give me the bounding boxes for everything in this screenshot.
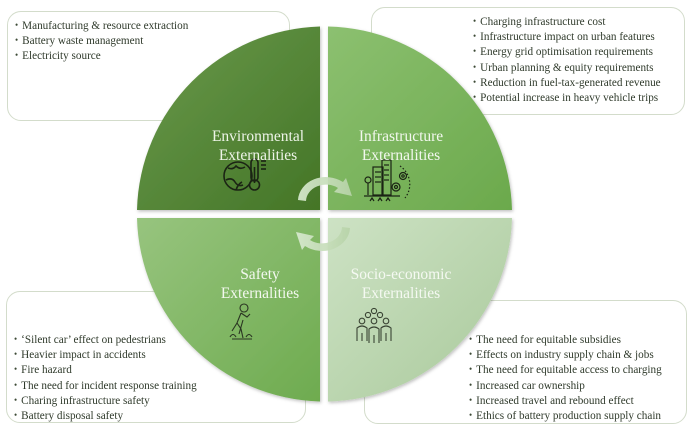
environmental-title-line1: Environmental (211, 128, 305, 145)
infrastructure-title-line1: Infrastructure (358, 128, 444, 145)
list-item: Manufacturing & resource extraction (15, 19, 188, 34)
list-item: Potential increase in heavy vehicle trip… (473, 91, 661, 106)
list-item: Increased car ownership (469, 379, 662, 394)
safety-items-list: ‘Silent car’ effect on pedestrians Heavi… (14, 333, 197, 424)
environmental-title: Environmental Externalities (188, 127, 328, 165)
quadrant-infrastructure (328, 26, 512, 210)
safety-title-line1: Safety (240, 266, 280, 283)
list-item: Urban planning & equity requirements (473, 61, 661, 76)
list-item: The need for incident response training (14, 379, 197, 394)
list-item: Increased travel and rebound effect (469, 394, 662, 409)
socio-economic-title-line2: Externalities (361, 285, 441, 302)
list-item: Reduction in fuel-tax-generated revenue (473, 76, 660, 91)
socio-economic-items-list: The need for equitable subsidies Effects… (469, 333, 662, 424)
list-item: Electricity source (15, 49, 188, 64)
list-item: Battery disposal safety (14, 409, 197, 424)
socio-economic-title-line1: Socio-economic (350, 266, 452, 283)
infrastructure-title: Infrastructure Externalities (331, 127, 471, 165)
infrastructure-items-list: Charging infrastructure cost Infrastruct… (473, 15, 661, 106)
quadrant-socio-economic (328, 218, 512, 402)
list-item: Charging infrastructure cost (473, 15, 661, 30)
list-item: Energy grid optimisation requirements (473, 45, 661, 60)
list-item: Charing infrastructure safety (14, 394, 197, 409)
list-item: Effects on industry supply chain & jobs (469, 348, 662, 363)
list-item: The need for equitable subsidies (469, 333, 662, 348)
safety-title: Safety Externalities (190, 265, 330, 303)
list-item: ‘Silent car’ effect on pedestrians (14, 333, 197, 348)
infrastructure-title-line2: Externalities (361, 147, 441, 164)
list-item: Infrastructure impact on urban features (473, 30, 661, 45)
list-item: Ethics of battery production supply chai… (469, 409, 662, 424)
list-item: The need for equitable access to chargin… (469, 363, 662, 378)
socio-economic-title: Socio-economic Externalities (331, 265, 471, 303)
quadrant-environmental (137, 26, 320, 210)
list-item: Battery waste management (15, 34, 188, 49)
quadrant-safety (137, 218, 320, 402)
environmental-items-list: Manufacturing & resource extraction Batt… (15, 19, 188, 65)
list-item: Fire hazard (14, 363, 197, 378)
safety-title-line2: Externalities (220, 285, 300, 302)
environmental-title-line2: Externalities (218, 147, 298, 164)
list-item: Heavier impact in accidents (14, 348, 197, 363)
